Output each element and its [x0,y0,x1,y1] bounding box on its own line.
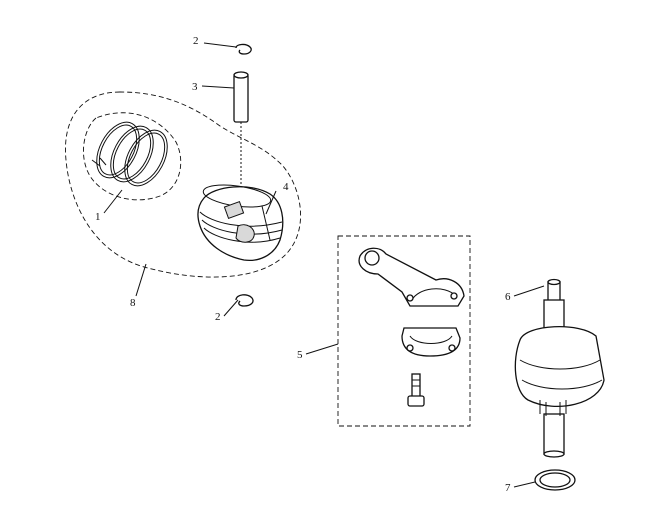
washer [534,469,576,491]
circlip-top [235,43,252,55]
callout-washer: 7 [505,482,511,494]
crankshaft [514,278,605,458]
callout-piston: 4 [283,181,289,193]
circlip-bottom [235,294,254,307]
callout-piston-ring-set: 1 [95,211,101,223]
connecting-rod-cap [401,327,461,357]
callout-piston-assembly: 8 [130,297,136,309]
callout-circlip-top: 2 [193,35,199,47]
callout-circlip-bottom: 2 [215,311,221,323]
piston-rings [91,121,168,187]
piston-pin [233,71,249,190]
connecting-rod-bolt [407,373,425,407]
piston-ring-set-outline [83,112,182,201]
callout-crankshaft: 6 [505,291,511,303]
piston-assembly-outline [65,91,301,278]
callout-piston-pin: 3 [192,81,198,93]
connecting-rod-group-outline [337,235,471,427]
piston [197,184,284,262]
connecting-rod [358,247,465,307]
leader-lines [103,42,545,488]
callout-connecting-rod: 5 [297,349,303,361]
